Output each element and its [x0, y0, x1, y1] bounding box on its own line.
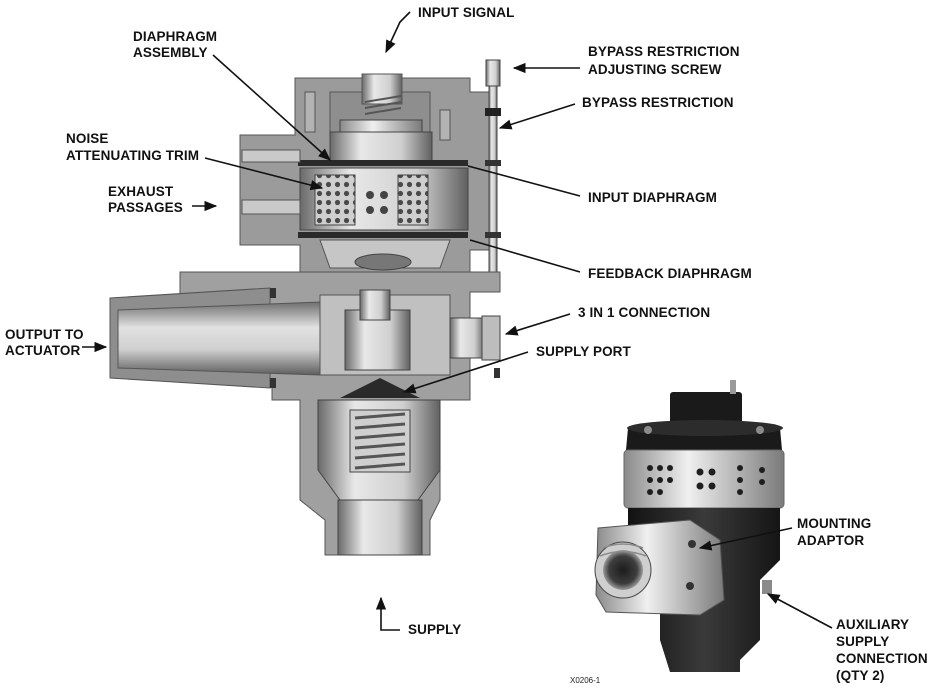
label-feedback-diaphragm: FEEDBACK DIAPHRAGM [588, 266, 752, 281]
label-input-diaphragm: INPUT DIAPHRAGM [588, 190, 717, 205]
label-bypass-screw-line2: ADJUSTING SCREW [588, 62, 722, 77]
regulator-photo [594, 380, 785, 672]
label-aux-line2: SUPPLY [836, 634, 890, 649]
regulator-cutaway [109, 59, 501, 556]
label-aux-line3: CONNECTION [836, 651, 928, 666]
input-diaphragm-leader [467, 165, 581, 197]
label-aux-line1: AUXILIARY [836, 617, 910, 632]
feedback-diaphragm-leader [469, 239, 581, 273]
label-noise-trim-line2: ATTENUATING TRIM [66, 148, 200, 163]
label-3in1-connection: 3 IN 1 CONNECTION [578, 305, 711, 320]
input-signal-arrow [385, 11, 411, 54]
label-noise-trim-line1: NOISE [66, 131, 109, 146]
label-aux-line4: (QTY 2) [836, 668, 885, 683]
diaphragm-assembly-leader [212, 54, 331, 161]
supply-arrow [375, 596, 400, 631]
label-bypass-restriction: BYPASS RESTRICTION [582, 95, 734, 110]
figure-id: X0206-1 [570, 676, 601, 685]
bypass-restriction-arrow [498, 103, 576, 130]
label-supply: SUPPLY [408, 622, 462, 637]
label-exhaust-line1: EXHAUST [108, 184, 174, 199]
label-bypass-screw-line1: BYPASS RESTRICTION [588, 44, 740, 59]
label-mounting-line1: MOUNTING [797, 516, 872, 531]
mounting-adaptor-arrow [698, 527, 793, 551]
label-input-signal: INPUT SIGNAL [418, 5, 515, 20]
label-diaphragm-assembly-line1: DIAPHRAGM [133, 29, 218, 44]
label-supply-port: SUPPLY PORT [536, 344, 631, 359]
label-diaphragm-assembly-line2: ASSEMBLY [133, 45, 208, 60]
label-output-line1: OUTPUT TO [5, 327, 84, 342]
leader-lines [82, 11, 833, 631]
aux-supply-arrow [766, 593, 833, 629]
label-mounting-line2: ADAPTOR [797, 533, 865, 548]
connection-3in1-arrow [504, 313, 571, 336]
noise-trim-leader [204, 157, 324, 191]
label-exhaust-line2: PASSAGES [108, 200, 183, 215]
supply-port-arrow [402, 351, 529, 394]
label-output-line2: ACTUATOR [5, 343, 81, 358]
